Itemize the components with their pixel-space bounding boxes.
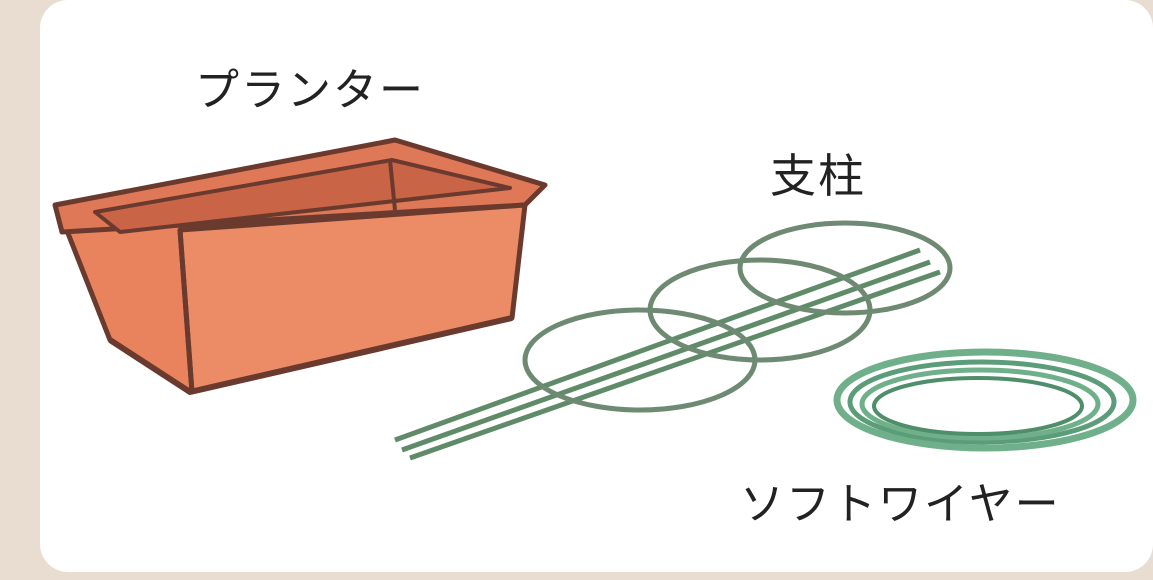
stake-label: 支柱 (770, 149, 866, 203)
planter-box-icon (52, 137, 548, 395)
soft-wire-label: ソフトワイヤー (740, 479, 1061, 530)
ring-stake-icon (394, 220, 953, 461)
coiled-wire-icon (833, 348, 1137, 452)
planter-label: プランター (195, 65, 425, 116)
